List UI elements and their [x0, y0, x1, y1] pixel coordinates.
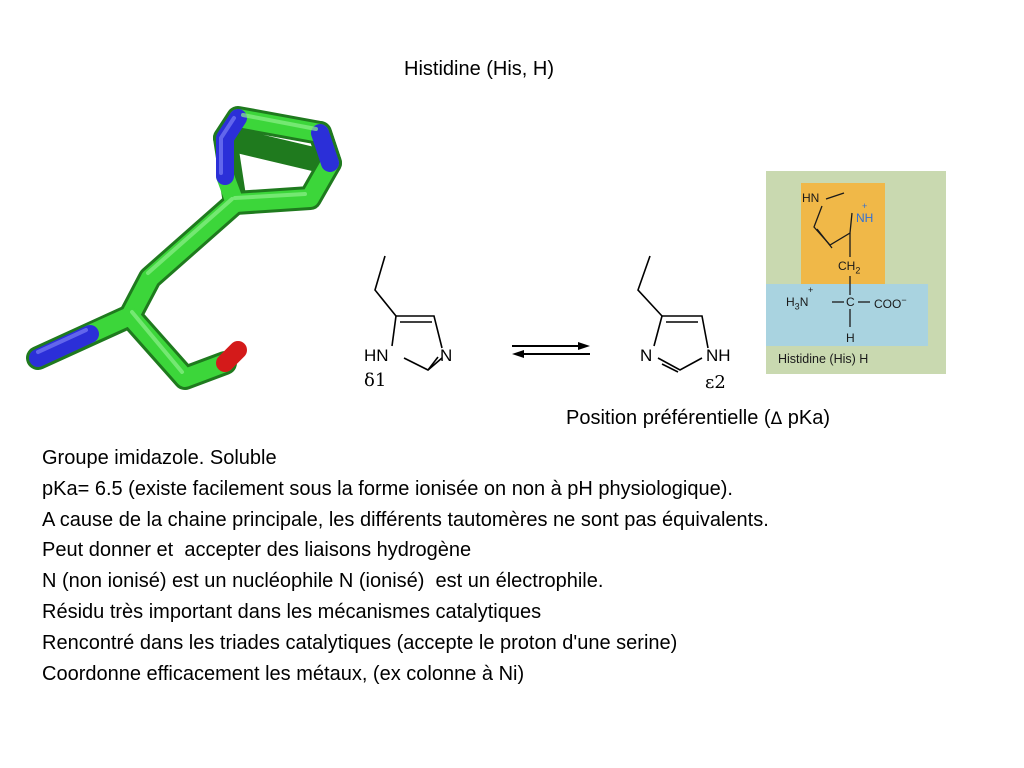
- description-line: N (non ionisé) est un nucléophile N (ion…: [42, 570, 604, 593]
- tautomer-delta1-n-label: N: [440, 346, 453, 365]
- tautomer-epsilon2-position: ε2: [705, 372, 726, 393]
- description-line: Groupe imidazole. Soluble: [42, 447, 277, 469]
- textbook-caption: Histidine (His) H: [778, 352, 869, 366]
- tautomer-epsilon2-structure: [637, 255, 709, 373]
- textbook-ring-nh: NH: [856, 211, 874, 225]
- textbook-amine-plus: +: [808, 285, 814, 295]
- textbook-ring-hn: HN: [802, 191, 820, 205]
- equilibrium-arrows: [512, 342, 590, 358]
- description-list: Groupe imidazole. Soluble pKa= 6.5 (exis…: [42, 443, 769, 689]
- textbook-histidine-figure: HN NH + CH2 H3N + C COO− H Histidine (Hi…: [766, 171, 946, 374]
- description-line: A cause de la chaine principale, les dif…: [42, 508, 769, 531]
- description-line: pKa= 6.5 (existe facilement sous la form…: [42, 477, 733, 500]
- preferred-position-caption: Position préférentielle (Δ pKa): [566, 407, 831, 429]
- description-line: Rencontré dans les triades catalytiques …: [42, 631, 678, 654]
- textbook-amine: H3N: [786, 295, 809, 312]
- textbook-h: H: [846, 331, 855, 345]
- histidine-3d-model: [26, 106, 342, 390]
- textbook-bonds: [813, 192, 870, 327]
- textbook-ring-plus: +: [862, 201, 868, 211]
- tautomer-delta1-hn-label: HN: [364, 346, 389, 365]
- description-line: Résidu très important dans les mécanisme…: [42, 600, 542, 623]
- page-title: Histidine (His, H): [404, 58, 555, 80]
- textbook-carboxyl: COO−: [874, 295, 907, 311]
- side-chain-highlight: [801, 183, 885, 298]
- textbook-ch2: CH2: [838, 259, 861, 276]
- description-line: Peut donner et accepter des liaisons hyd…: [42, 539, 472, 562]
- tautomer-delta1-position: δ1: [364, 370, 387, 391]
- backbone-highlight: [766, 284, 928, 346]
- tautomer-epsilon2-n-label: N: [640, 346, 653, 365]
- tautomer-delta1-structure: [374, 255, 443, 371]
- description-line: Coordonne efficacement les métaux, (ex c…: [42, 662, 525, 685]
- tautomer-epsilon2-nh-label: NH: [706, 346, 731, 365]
- textbook-alpha-c: C: [846, 295, 855, 309]
